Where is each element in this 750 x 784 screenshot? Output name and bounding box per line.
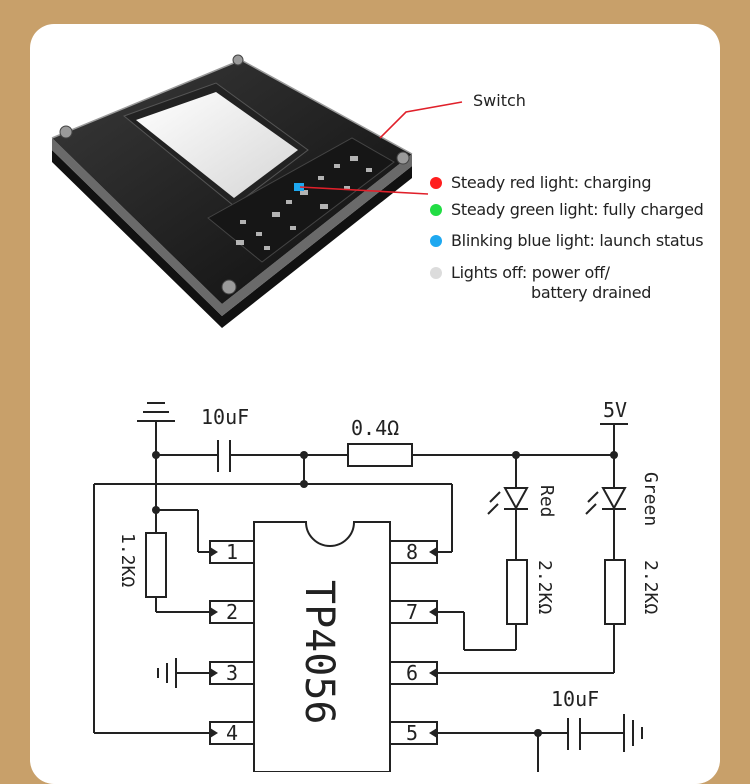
red-resistor-label: 2.2KΩ bbox=[534, 560, 555, 614]
pin-label-7: 7 bbox=[406, 600, 418, 624]
red-dot-icon bbox=[430, 176, 442, 189]
pin-label-2: 2 bbox=[226, 600, 238, 624]
legend-text: Steady red light: charging bbox=[451, 173, 652, 192]
legend-text: Lights off: power off/ bbox=[451, 263, 610, 282]
green-resistor-label: 2.2KΩ bbox=[640, 560, 661, 614]
green-led-label: Green bbox=[640, 472, 661, 526]
prog-resistor-label: 1.2KΩ bbox=[117, 533, 138, 587]
pin-label-5: 5 bbox=[406, 721, 418, 745]
pin-label-4: 4 bbox=[226, 721, 238, 745]
cap-top-label: 10uF bbox=[201, 405, 249, 429]
pin-label-6: 6 bbox=[406, 661, 418, 685]
switch-label: Switch bbox=[473, 91, 526, 110]
legend-continuation: battery drained bbox=[531, 283, 652, 302]
blue-dot-icon bbox=[430, 234, 442, 247]
pin-label-8: 8 bbox=[406, 540, 418, 564]
pin-label-1: 1 bbox=[226, 540, 238, 564]
legend-item-green: Steady green light: fully charged bbox=[430, 200, 704, 219]
product-photo bbox=[51, 54, 463, 328]
legend-item-red: Steady red light: charging bbox=[430, 173, 651, 192]
red-led-label: Red bbox=[536, 485, 557, 518]
grey-dot-icon bbox=[430, 266, 442, 279]
sense-resistor-label: 0.4Ω bbox=[351, 416, 399, 440]
legend-text: Steady green light: fully charged bbox=[451, 200, 704, 219]
green-dot-icon bbox=[430, 203, 442, 216]
chip-label: TP4056 bbox=[296, 580, 342, 725]
legend-text: Blinking blue light: launch status bbox=[451, 231, 704, 250]
legend-item-blue: Blinking blue light: launch status bbox=[430, 231, 704, 250]
cap-bottom-label: 10uF bbox=[551, 687, 599, 711]
pin-label-3: 3 bbox=[226, 661, 238, 685]
voltage-label: 5V bbox=[603, 398, 627, 422]
legend-item-off: Lights off: power off/ bbox=[430, 263, 610, 282]
